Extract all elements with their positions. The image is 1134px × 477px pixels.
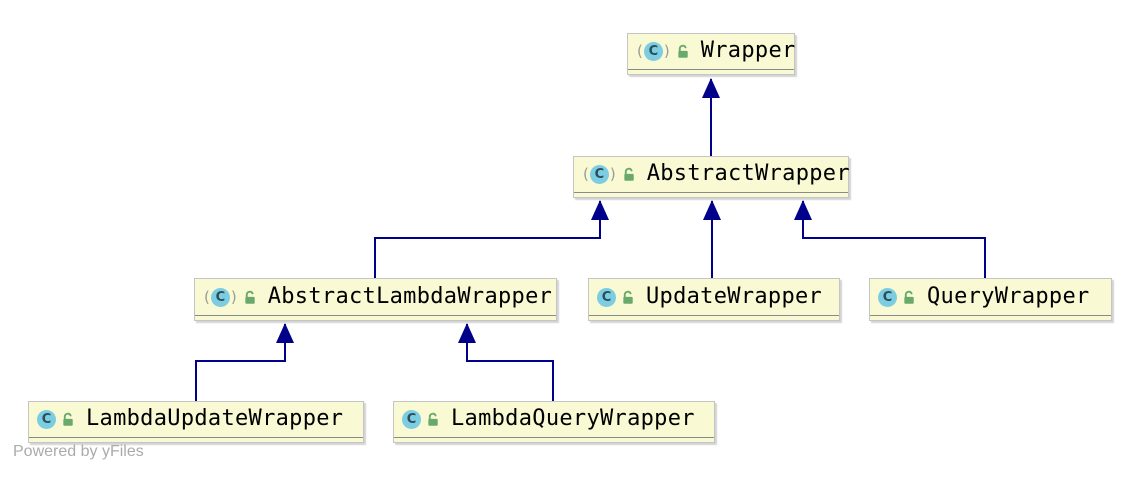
class-icon-wrap: C	[878, 287, 897, 307]
abstract-class-icon: (C)	[203, 287, 238, 307]
public-lock-icon	[61, 412, 76, 427]
abstract-paren-left: (	[583, 165, 589, 183]
class-node-abstractlambdawrapper[interactable]: (C) AbstractLambdaWrapper	[194, 278, 557, 321]
abstract-paren-left: (	[637, 42, 643, 60]
class-icon-wrap: C	[402, 410, 421, 429]
abstract-paren-right: )	[609, 165, 616, 183]
class-icon: C	[402, 410, 421, 429]
class-icon: C	[643, 42, 663, 61]
class-node-updatewrapper[interactable]: C UpdateWrapper	[588, 278, 840, 321]
class-name: UpdateWrapper	[646, 283, 823, 309]
class-icon: C	[597, 287, 616, 307]
class-node-wrapper[interactable]: (C) Wrapper	[627, 33, 795, 75]
inheritance-edge-lambdaupdatewrapper-abstractlambdawrapper[interactable]	[195, 323, 294, 402]
class-icon: C	[589, 165, 609, 184]
compartment-separator	[589, 315, 839, 316]
compartment-separator	[574, 192, 848, 193]
class-name: LambdaUpdateWrapper	[86, 406, 344, 431]
class-node-querywrapper[interactable]: C QueryWrapper	[869, 278, 1112, 321]
compartment-separator	[628, 69, 794, 70]
class-name: AbstractLambdaWrapper	[267, 283, 553, 309]
class-icon: C	[37, 410, 56, 429]
class-node-lambdaupdatewrapper[interactable]: C LambdaUpdateWrapper	[28, 401, 364, 443]
public-lock-icon	[426, 412, 441, 427]
inheritance-edge-querywrapper-abstractwrapper[interactable]	[794, 200, 986, 279]
public-lock-icon	[676, 44, 691, 59]
yfiles-watermark: Powered by yFiles	[13, 443, 144, 460]
class-name: Wrapper	[700, 38, 796, 63]
abstract-class-icon: (C)	[582, 165, 617, 184]
abstract-paren-right: )	[230, 287, 237, 306]
class-icon: C	[210, 287, 230, 307]
class-name: AbstractWrapper	[646, 161, 850, 186]
class-icon-wrap: C	[597, 287, 616, 307]
public-lock-icon	[622, 167, 637, 182]
abstract-paren-right: )	[663, 42, 670, 60]
public-lock-icon	[621, 290, 636, 305]
abstract-class-icon: (C)	[636, 42, 671, 61]
class-icon-wrap: C	[37, 410, 56, 429]
class-node-abstractwrapper[interactable]: (C) AbstractWrapper	[573, 156, 850, 198]
abstract-paren-left: (	[204, 287, 210, 306]
class-name: LambdaQueryWrapper	[451, 406, 695, 431]
compartment-separator	[394, 437, 714, 438]
class-name: QueryWrapper	[927, 283, 1090, 309]
class-icon: C	[878, 287, 897, 307]
public-lock-icon	[243, 290, 258, 305]
compartment-separator	[29, 437, 363, 438]
compartment-separator	[195, 315, 556, 316]
class-node-lambdaquerywrapper[interactable]: C LambdaQueryWrapper	[393, 401, 715, 443]
inheritance-edge-abstractlambdawrapper-abstractwrapper[interactable]	[374, 200, 609, 279]
public-lock-icon	[902, 290, 917, 305]
compartment-separator	[870, 315, 1111, 316]
inheritance-edge-lambdaquerywrapper-abstractlambdawrapper[interactable]	[458, 323, 554, 402]
